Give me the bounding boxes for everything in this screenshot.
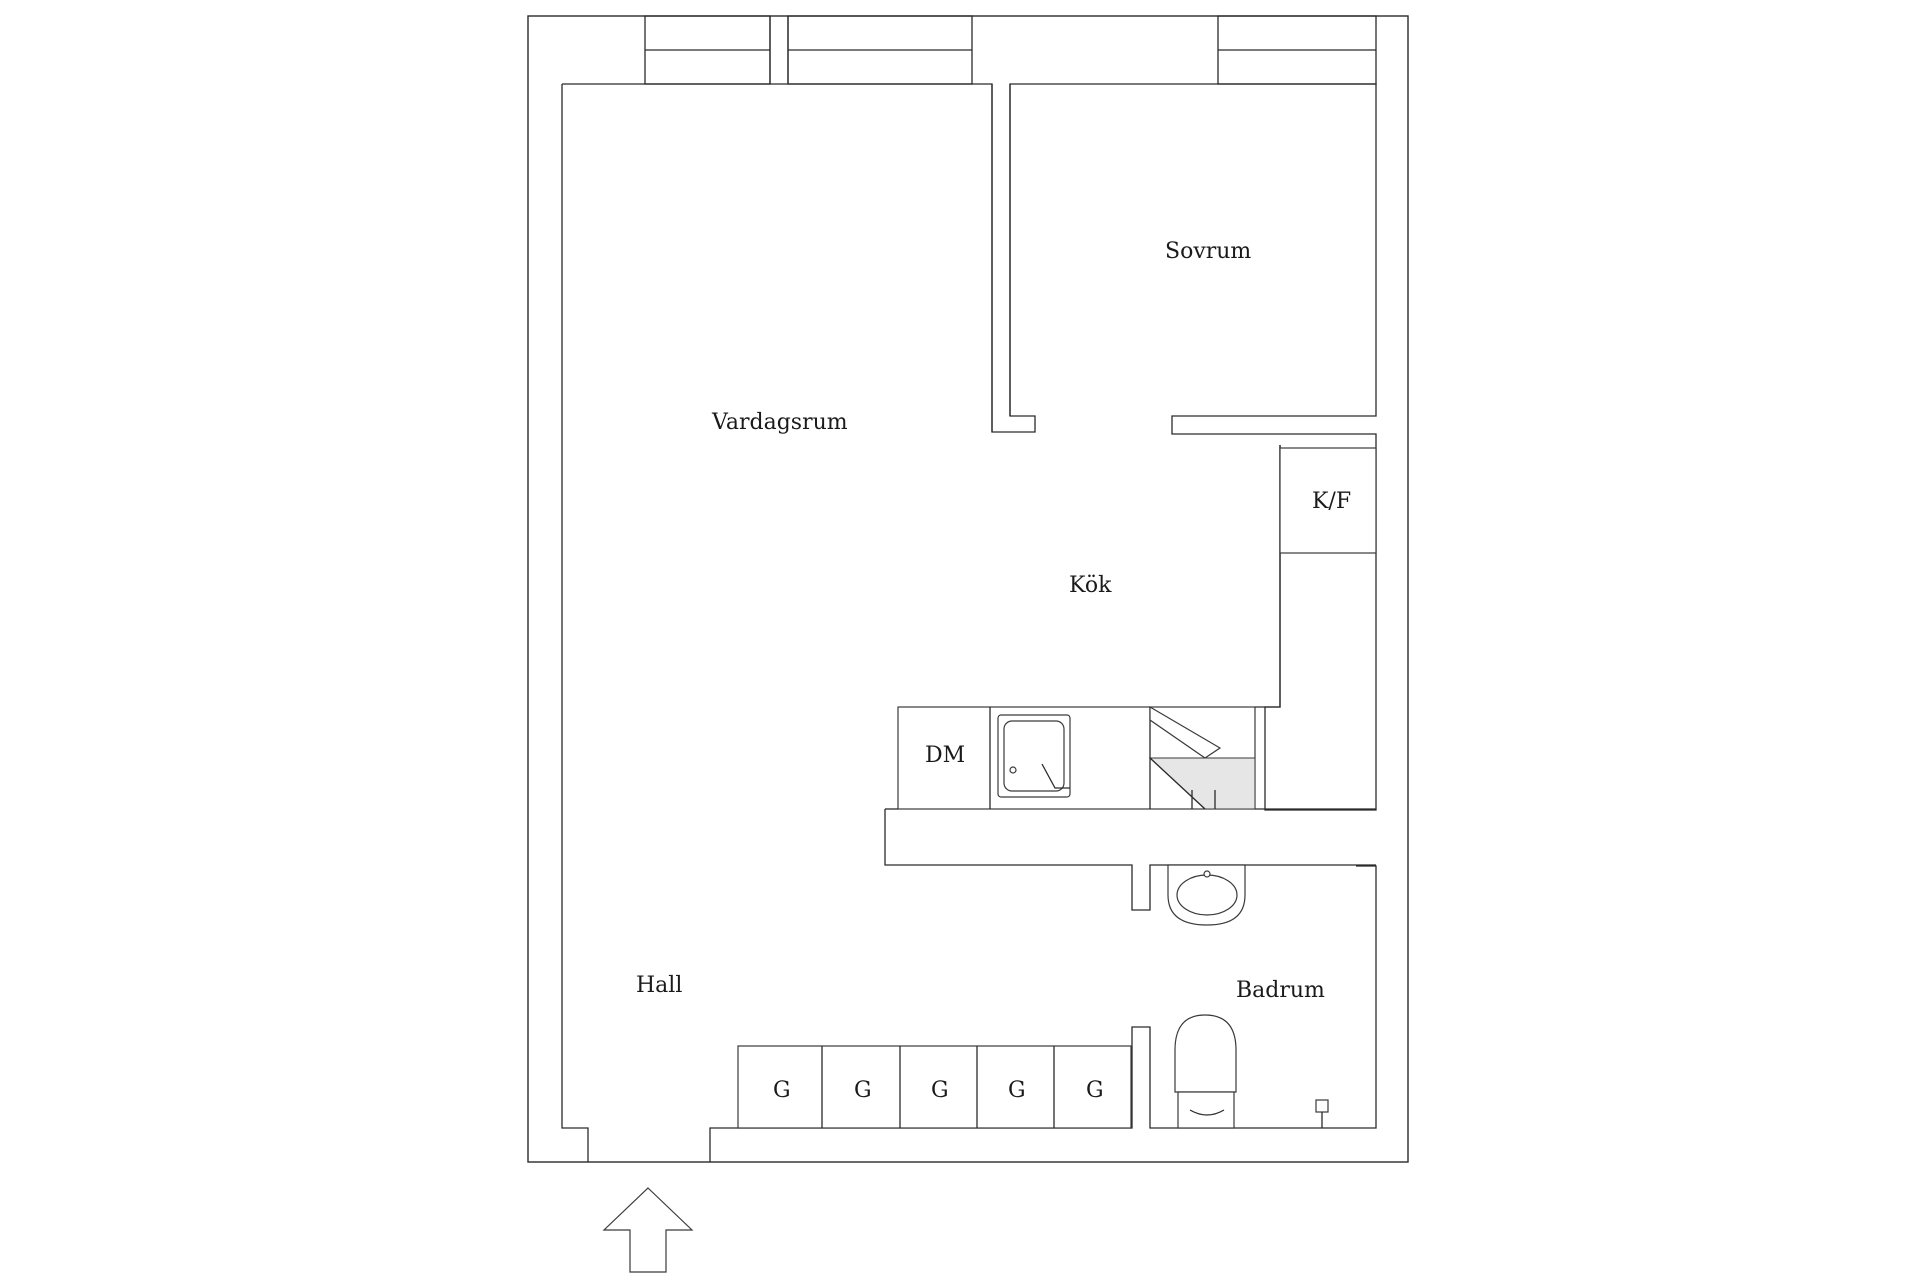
floor-drain: [1315, 1099, 1329, 1128]
fridge-freezer-label: K/F: [1312, 489, 1351, 514]
wardrobe-label-3: G: [931, 1078, 949, 1103]
wardrobe-label-5: G: [1086, 1078, 1104, 1103]
wardrobe-label-1: G: [773, 1078, 791, 1103]
dishwasher-label: DM: [925, 743, 965, 768]
fridge-freezer: [1279, 447, 1377, 554]
inner-wall-outline: [562, 83, 1377, 811]
bathroom-sink: [1167, 864, 1246, 926]
wardrobes: [737, 1045, 1132, 1129]
kitchen-counter: [897, 705, 1376, 810]
toilet: [1174, 1014, 1237, 1129]
room-label-sovrum: Sovrum: [1165, 239, 1251, 264]
outer-wall: [527, 15, 1409, 1163]
room-label-kok: Kök: [1069, 573, 1112, 598]
wardrobe-label-2: G: [854, 1078, 872, 1103]
room-label-badrum: Badrum: [1236, 978, 1325, 1003]
room-label-vardagsrum: Vardagsrum: [711, 410, 848, 435]
entrance-arrow-icon: [602, 1187, 694, 1273]
room-label-hall: Hall: [636, 973, 682, 998]
wardrobe-label-4: G: [1008, 1078, 1026, 1103]
